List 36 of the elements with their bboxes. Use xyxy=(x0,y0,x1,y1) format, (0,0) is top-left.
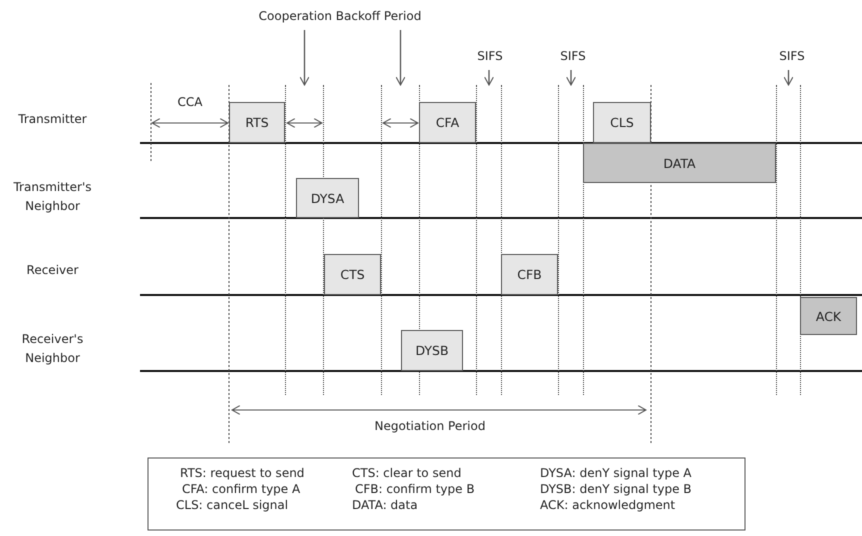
dimension-label: Negotiation Period xyxy=(374,419,486,433)
definition-text: CFB: confirm type B xyxy=(355,482,476,496)
row-label: Transmitter's Neighbor xyxy=(12,179,92,215)
dimension-label: CCA xyxy=(176,95,204,109)
definition-text: CTS: clear to send xyxy=(352,466,462,480)
row-label: Receiver xyxy=(26,263,80,277)
definition-text: ACK: acknowledgment xyxy=(540,498,676,512)
definition-text: DATA: data xyxy=(352,498,419,512)
timing-label: SIFS xyxy=(472,49,508,67)
row-label: Receiver's Neighbor xyxy=(20,331,84,367)
frame-box: DYSB xyxy=(401,330,463,371)
definition-text: CFA: confirm type A xyxy=(182,482,302,496)
frame-box: CLS xyxy=(593,102,651,143)
frame-box: ACK xyxy=(800,297,857,335)
frame-box: DATA xyxy=(583,143,776,183)
time-interval xyxy=(476,85,502,395)
timing-label: SIFS xyxy=(774,49,810,67)
frame-box: CTS xyxy=(324,254,381,295)
definition-text: RTS: request to send xyxy=(180,466,306,480)
row-label: Transmitter xyxy=(17,112,88,126)
frame-box: DYSA xyxy=(296,178,359,218)
pointer-arrow xyxy=(484,70,494,86)
timing-label: SIFS xyxy=(555,49,591,67)
timing-label: Cooperation Backoff Period xyxy=(250,9,430,27)
frame-box: RTS xyxy=(229,102,285,143)
pointer-arrow xyxy=(783,70,794,86)
definition-text: CLS: canceL signal xyxy=(176,498,290,512)
definition-text: DYSB: denY signal type B xyxy=(540,482,693,496)
definition-text: DYSA: denY signal type A xyxy=(540,466,692,480)
pointer-arrow xyxy=(566,70,576,86)
time-interval xyxy=(776,85,801,395)
frame-box: CFA xyxy=(419,102,476,143)
pointer-arrow xyxy=(395,30,406,86)
frame-box: CFB xyxy=(501,254,558,295)
pointer-arrow xyxy=(299,30,310,86)
time-interval xyxy=(558,85,584,395)
